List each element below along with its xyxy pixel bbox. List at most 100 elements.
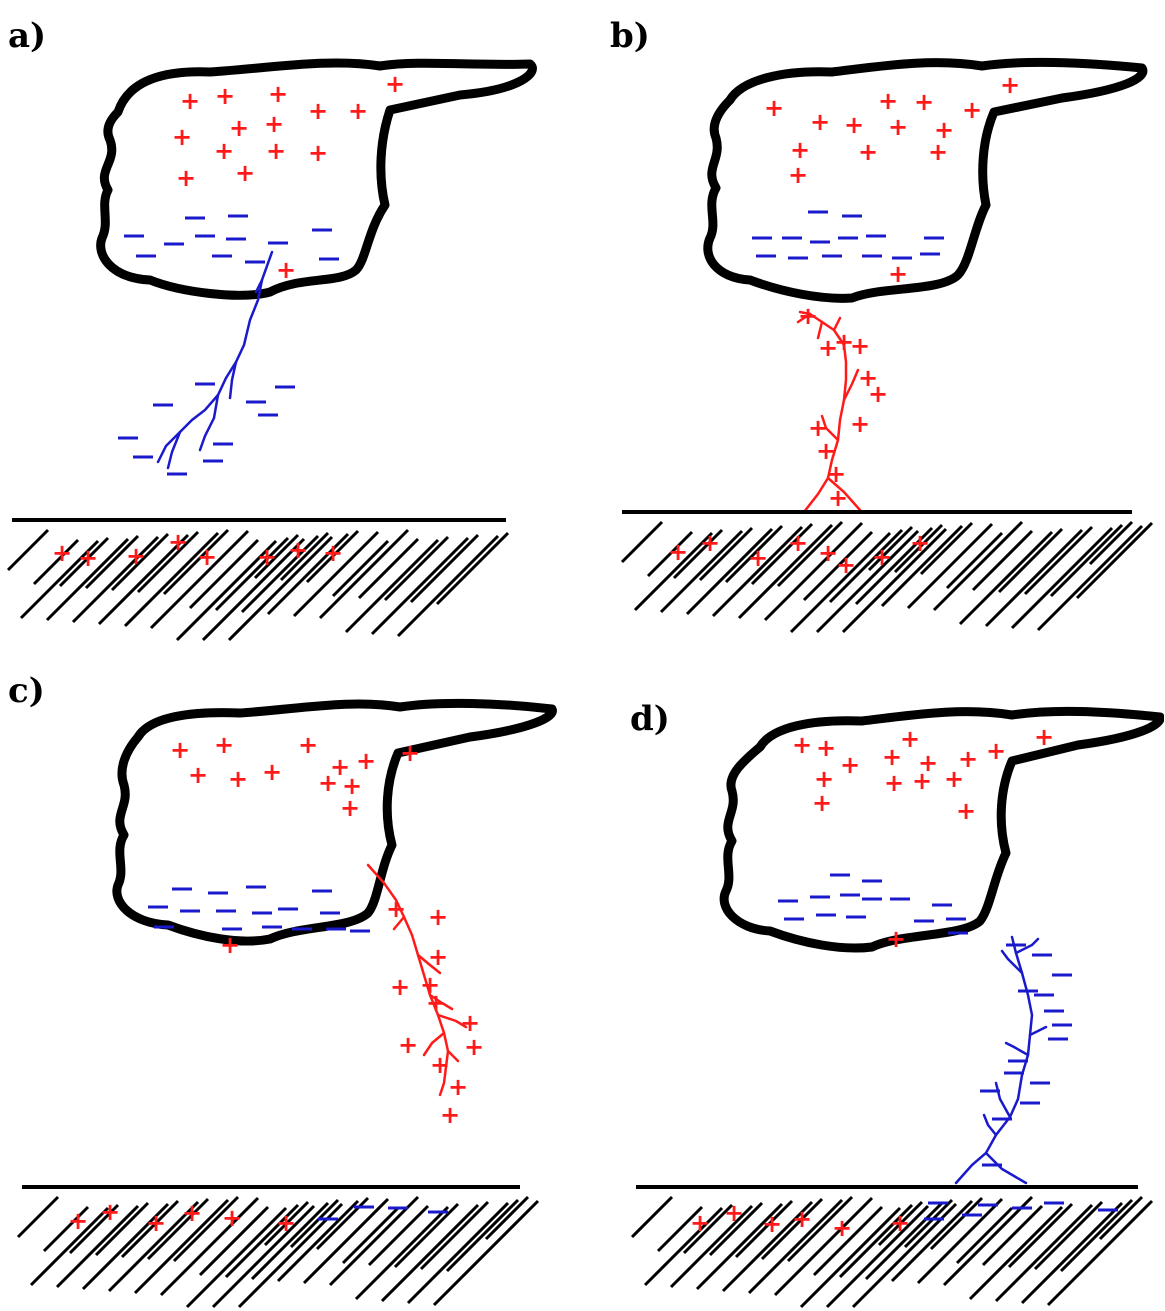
ground-hatch-line: [799, 1206, 902, 1309]
positive-charge: +: [850, 410, 870, 438]
positive-charge: +: [928, 138, 948, 166]
ground-negative-charges: [924, 1201, 1118, 1221]
ground-hatch-line: [1088, 520, 1134, 566]
ground-hatch-line: [1049, 523, 1124, 598]
ground-hatch-line: [893, 523, 944, 574]
positive-charge: +: [790, 136, 810, 164]
leader-positive-charges: +++++++++++: [798, 302, 888, 512]
ground-hatch-line: [185, 1206, 288, 1309]
positive-charge: +: [816, 734, 836, 762]
ground-hatch-line: [776, 520, 844, 588]
positive-charge: +: [798, 302, 818, 330]
ground-hatch-line: [851, 1202, 958, 1309]
positive-charge: +: [428, 943, 448, 971]
cloud-outline: [719, 706, 1164, 953]
positive-charge: +: [170, 736, 190, 764]
ground-hatch-line: [240, 534, 320, 614]
ground-hatch-line: [760, 1197, 824, 1261]
ground-hatch-line: [123, 531, 220, 628]
positive-charge: +: [180, 87, 200, 115]
positive-charge: +: [690, 1209, 710, 1237]
ground-hatch-line: [45, 537, 130, 622]
ground-hatch-line: [198, 1205, 270, 1277]
ground-hatch-line: [994, 1203, 1094, 1303]
positive-charge: +: [215, 82, 235, 110]
leader-positive-charges: ++++++++++++: [386, 895, 484, 1129]
ground-hatch-line: [656, 1205, 704, 1253]
positive-charge: +: [888, 260, 908, 288]
panel-label-c: c): [8, 671, 45, 711]
leader-negative-charges: [118, 382, 295, 476]
positive-charge: +: [868, 380, 888, 408]
positive-charge: +: [810, 108, 830, 136]
ground-hatch-line: [266, 532, 350, 616]
ground-hatch-line: [263, 1200, 310, 1247]
ground-positive-charges: ++++++: [68, 1198, 296, 1237]
ground-hatch-line: [224, 1203, 300, 1279]
ground-hatch-line: [1033, 1200, 1104, 1271]
ground-hatch-line: [802, 530, 874, 602]
positive-charge: +: [1000, 71, 1020, 99]
ground-hatch-line: [971, 529, 1034, 592]
ground-hatch-line: [289, 1198, 340, 1249]
positive-charge: +: [330, 753, 350, 781]
ground-hatch-line: [929, 1196, 984, 1251]
cloud-outline: [112, 698, 557, 946]
ground-hatch-line: [445, 1198, 520, 1273]
positive-charge: +: [257, 543, 277, 571]
positive-charge: +: [298, 731, 318, 759]
positive-charge: +: [888, 113, 908, 141]
ground-hatch-line: [133, 1198, 230, 1295]
ground-hatch-line: [633, 531, 714, 612]
ground-hatch-line: [825, 1204, 930, 1309]
ground: [630, 1185, 1154, 1309]
ground-hatch-line: [945, 531, 1004, 590]
positive-charge: +: [398, 1031, 418, 1059]
positive-charge: +: [828, 484, 848, 512]
positive-charge: +: [385, 70, 405, 98]
ground-hatch-line: [942, 1195, 1034, 1287]
positive-charge: +: [342, 772, 362, 800]
positive-charge: +: [900, 725, 920, 753]
positive-charge: +: [340, 794, 360, 822]
positive-charge: +: [914, 88, 934, 116]
ground-positive-charges: ++++++: [690, 1199, 910, 1242]
positive-charge: +: [878, 87, 898, 115]
ground-hatch-line: [19, 539, 100, 620]
ground-hatch-line: [188, 538, 260, 610]
positive-charge: +: [390, 973, 410, 1001]
ground: [16, 1185, 540, 1309]
ground-hatch-line: [107, 1200, 200, 1293]
positive-charge: +: [235, 159, 255, 187]
ground-hatch-line: [984, 528, 1084, 628]
positive-charge: +: [872, 543, 892, 571]
positive-charge: +: [818, 334, 838, 362]
ground-hatch-line: [711, 525, 804, 618]
positive-charge: +: [944, 765, 964, 793]
positive-charge: +: [68, 1207, 88, 1235]
positive-charge: +: [986, 737, 1006, 765]
positive-charge: +: [858, 364, 878, 392]
ground-hatch-line: [1059, 1198, 1134, 1273]
ground-hatch-line: [685, 527, 774, 616]
positive-charge: +: [323, 539, 343, 567]
cloud-negative-charges: [752, 210, 944, 260]
positive-charge: +: [188, 761, 208, 789]
ground-hatch-line: [854, 526, 934, 606]
ground-hatch-line: [620, 520, 664, 564]
ground-hatch-line: [1046, 1199, 1154, 1307]
positive-charge: +: [220, 931, 240, 959]
positive-charge: +: [886, 925, 906, 953]
positive-charge: +: [668, 538, 688, 566]
positive-charge: +: [318, 769, 338, 797]
ground-hatch-line: [211, 1204, 316, 1309]
panel-label-a: a): [8, 16, 47, 56]
ground-hatch-line: [750, 522, 814, 586]
positive-charge: +: [430, 1051, 450, 1079]
ground-hatch-line: [1075, 521, 1154, 600]
panel-a: a) +++++++++++++++ ++++++++: [0, 0, 582, 655]
positive-charge: +: [78, 544, 98, 572]
ground-hatch-line: [68, 1203, 120, 1255]
positive-charge: +: [834, 328, 854, 356]
positive-charge: +: [100, 1198, 120, 1226]
